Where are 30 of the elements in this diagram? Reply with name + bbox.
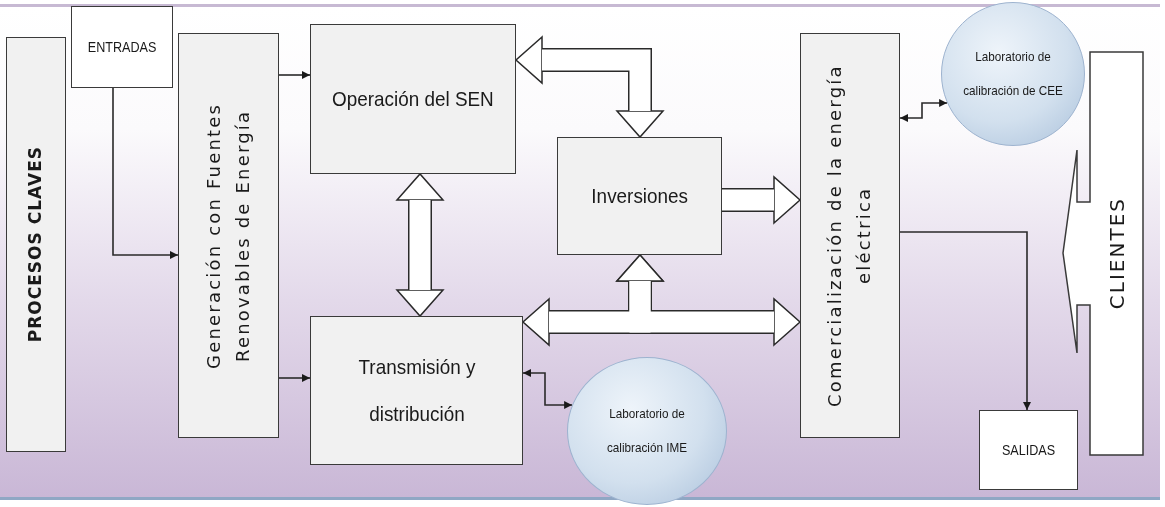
node-text: Operación del SEN	[332, 86, 494, 113]
node-text: PROCESOS CLAVES	[24, 146, 47, 343]
block-arrow	[722, 175, 802, 225]
arrow	[899, 99, 948, 122]
process-box	[310, 24, 516, 174]
arrow	[278, 374, 311, 382]
node-text: Laboratorio de calibración IME	[606, 405, 688, 457]
node-text: ENTRADAS	[87, 37, 157, 57]
node-text: Inversiones	[591, 183, 688, 210]
block-arrow	[395, 172, 445, 318]
node-text: Laboratorio de calibración de CEE	[962, 48, 1064, 100]
process-box	[557, 137, 722, 255]
process-band	[6, 37, 66, 452]
arrow	[522, 369, 573, 409]
block-arrow	[514, 35, 665, 139]
arrow	[278, 71, 311, 79]
label-box	[71, 6, 173, 88]
node-text: Transmisión y distribución	[357, 354, 477, 427]
node-text: SALIDAS	[1001, 440, 1056, 460]
block-arrow	[521, 253, 802, 347]
arrow	[899, 231, 1031, 411]
arrow	[112, 87, 179, 259]
node-text: CLIENTES	[1103, 197, 1130, 310]
node-text: Comercialización de la energía eléctrica	[823, 63, 875, 409]
label-box	[979, 410, 1078, 490]
process-box	[800, 33, 900, 438]
process-box	[310, 316, 523, 465]
client-arrow-box	[1062, 52, 1143, 455]
process-box	[178, 33, 279, 438]
node-text: Generación con Fuentes Renovables de Energía	[201, 101, 254, 371]
